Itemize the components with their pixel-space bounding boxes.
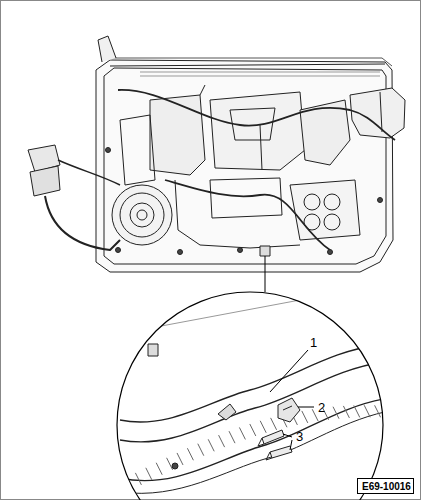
figure-id: E69-10016 — [362, 482, 409, 492]
zoom-circle — [117, 292, 383, 500]
hatch-stroke — [208, 439, 214, 451]
screw — [262, 430, 284, 444]
hatch-stroke — [260, 421, 266, 433]
hatch-stroke — [375, 405, 381, 417]
hatch-stroke — [135, 473, 141, 485]
callout-number: 3 — [296, 430, 303, 443]
hatch-stroke — [187, 448, 193, 460]
hatch-stroke — [146, 468, 152, 480]
hatch-stroke — [271, 418, 277, 430]
hatch-stroke — [167, 458, 173, 470]
hatch-stroke — [343, 406, 349, 418]
hatch-stroke — [354, 405, 360, 417]
hatch-stroke — [333, 407, 339, 419]
speaker — [112, 185, 172, 245]
hatch-stroke — [250, 424, 256, 436]
callout-number: 1 — [310, 336, 317, 349]
hatch-stroke — [156, 463, 162, 475]
hatch-stroke — [239, 427, 245, 439]
hatch-stroke — [219, 435, 225, 447]
hatch-stroke — [312, 409, 318, 421]
screw — [270, 446, 292, 458]
clip-part — [278, 398, 300, 422]
callout-number: 2 — [318, 401, 325, 414]
figure-id-box: E69-10016 — [357, 478, 414, 494]
hatch-stroke — [125, 478, 131, 490]
hatch-stroke — [177, 453, 183, 465]
hatch-stroke — [385, 406, 391, 418]
hatch-stroke — [229, 431, 235, 443]
hatch-stroke — [198, 444, 204, 456]
hatch-stroke — [364, 405, 370, 417]
hatch-stroke — [302, 411, 308, 423]
